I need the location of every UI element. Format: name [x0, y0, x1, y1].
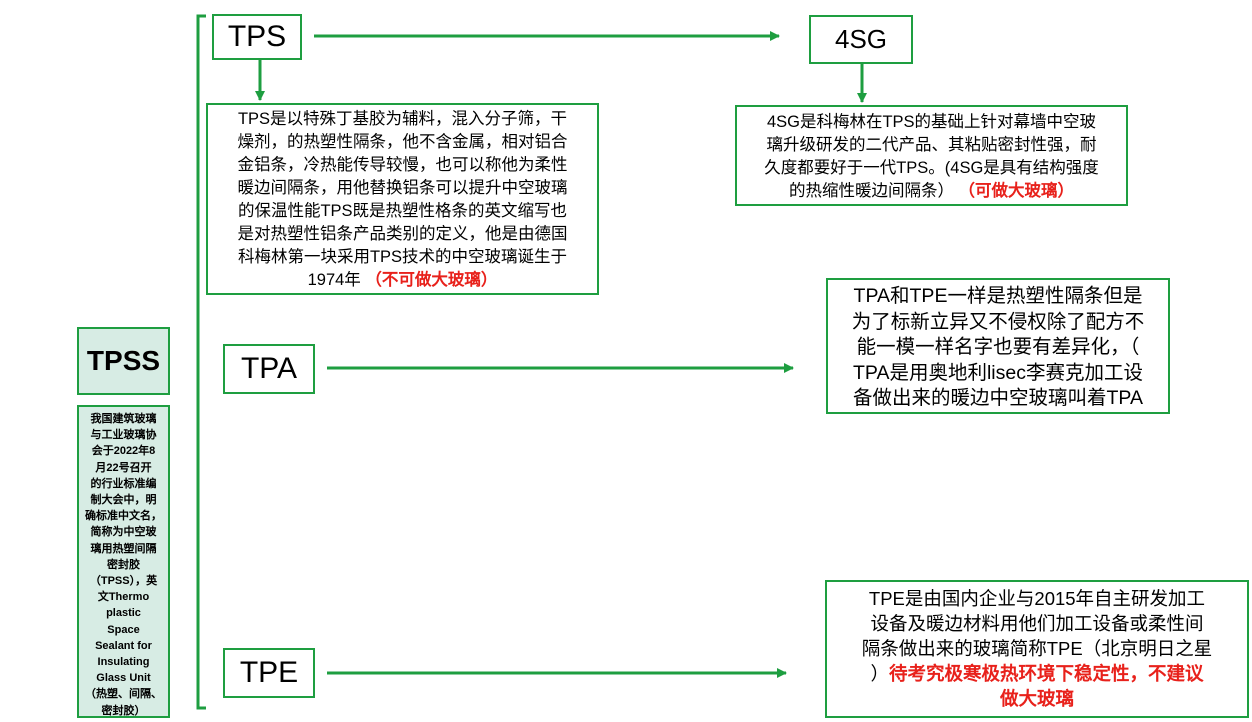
tps-label: TPS	[227, 20, 287, 53]
tpe-node: TPE	[223, 648, 315, 698]
tpa-description: TPA和TPE一样是热塑性隔条但是 为了标新立异又不侵权除了配方不 能一模一样名…	[826, 278, 1170, 414]
4sg-description: 4SG是科梅林在TPS的基础上针对幕墙中空玻 璃升级研发的二代产品、其粘贴密封性…	[735, 105, 1128, 206]
tpss-note: 我国建筑玻璃 与工业玻璃协 会于2022年8 月22号召开 的行业标准编 制大会…	[77, 405, 170, 718]
4sg-node: 4SG	[809, 15, 913, 64]
tps-node: TPS	[212, 14, 302, 60]
tps-warning: （不可做大玻璃）	[365, 271, 498, 289]
tpe-label: TPE	[239, 656, 299, 689]
tpss-bracket	[196, 14, 206, 710]
tpe-description: TPE是由国内企业与2015年自主研发加工 设备及暖边材料用他们加工设备或柔性间…	[825, 580, 1249, 718]
tpss-node: TPSS	[77, 327, 170, 395]
4sg-highlight: （可做大玻璃）	[958, 182, 1075, 200]
tpa-node: TPA	[223, 344, 315, 394]
tps-description: TPS是以特殊丁基胶为辅料，混入分子筛，干 燥剂，的热塑性隔条，他不含金属，相对…	[206, 103, 599, 295]
tpss-label: TPSS	[86, 345, 161, 376]
tpe-warning-2: 做大玻璃	[999, 688, 1074, 709]
4sg-last: 的热缩性暖边间隔条）	[788, 182, 954, 200]
tpa-label: TPA	[240, 352, 298, 385]
tps-year: 1974年	[307, 271, 361, 289]
tpe-warning-1: 待考究极寒极热环境下稳定性，不建议	[889, 663, 1204, 684]
4sg-label: 4SG	[834, 24, 888, 54]
tpe-paren: ）	[870, 663, 889, 684]
tpss-note-text: 我国建筑玻璃 与工业玻璃协 会于2022年8 月22号召开 的行业标准编 制大会…	[85, 413, 162, 717]
